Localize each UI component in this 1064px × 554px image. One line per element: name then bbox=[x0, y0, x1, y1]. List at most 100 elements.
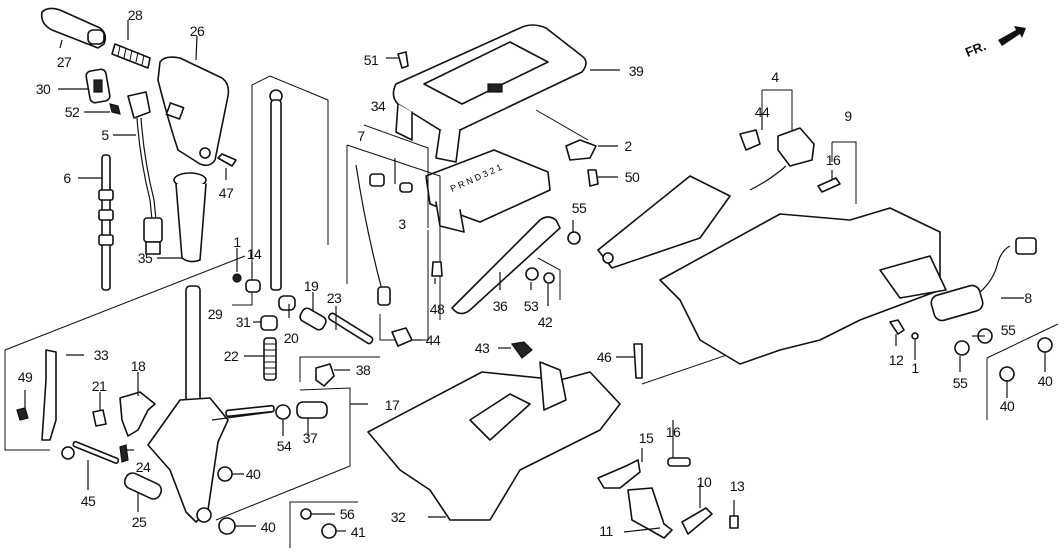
part-20-bushing bbox=[278, 295, 296, 311]
part-44-clip-b bbox=[739, 129, 761, 151]
part-33-bracket bbox=[41, 349, 57, 441]
callout-5: 5 bbox=[101, 127, 109, 143]
callout-40c: 40 bbox=[245, 466, 261, 482]
part-47-screw bbox=[217, 153, 237, 167]
part-41-nut bbox=[321, 523, 337, 539]
part-50-switch bbox=[587, 169, 599, 187]
callout-47: 47 bbox=[218, 185, 234, 201]
part-28-spring bbox=[111, 43, 151, 69]
callout-55b: 55 bbox=[952, 375, 968, 391]
callout-36: 36 bbox=[492, 298, 508, 314]
callout-28: 28 bbox=[127, 7, 143, 23]
callout-22: 22 bbox=[223, 348, 239, 364]
part-48-switch bbox=[431, 261, 443, 277]
part-51-screw bbox=[397, 51, 409, 69]
callout-32: 32 bbox=[390, 509, 406, 525]
callout-15: 15 bbox=[638, 430, 654, 446]
part-35-boot bbox=[173, 172, 207, 263]
callout-11: 11 bbox=[599, 523, 613, 539]
callout-17: 17 bbox=[384, 397, 400, 413]
part-10-plate bbox=[681, 507, 713, 535]
callout-42: 42 bbox=[537, 314, 553, 330]
part-44-clip-a bbox=[391, 327, 413, 347]
part-15-lever bbox=[597, 459, 641, 489]
part-6-rod bbox=[98, 154, 114, 291]
callout-10: 10 bbox=[696, 474, 712, 490]
callout-44: 44 bbox=[425, 332, 441, 348]
part-7-harness bbox=[355, 164, 391, 306]
callout-27: 27 bbox=[56, 54, 72, 70]
part-24-clip bbox=[119, 444, 129, 463]
part-27-knob-button bbox=[40, 7, 107, 49]
callout-9: 9 bbox=[844, 108, 852, 124]
part-56-washer bbox=[300, 508, 312, 520]
part-37-bushing bbox=[296, 401, 328, 419]
callout-4: 4 bbox=[771, 69, 779, 85]
part-42-washer bbox=[543, 272, 555, 284]
callout-16: 16 bbox=[825, 152, 841, 168]
part-40-nut-a bbox=[217, 466, 233, 482]
callout-1b: 1 bbox=[911, 360, 919, 376]
part-46-bolt bbox=[633, 343, 643, 379]
callout-40b: 40 bbox=[1037, 373, 1053, 389]
callout-18: 18 bbox=[130, 358, 146, 374]
part-54-nut bbox=[275, 404, 291, 420]
callout-19: 19 bbox=[303, 278, 319, 294]
callout-21: 21 bbox=[91, 378, 107, 394]
part-36-trim bbox=[451, 216, 561, 315]
part-23-pin bbox=[328, 312, 374, 345]
part-1-clip-b bbox=[911, 332, 919, 340]
callout-34: 34 bbox=[370, 98, 386, 114]
callout-45: 45 bbox=[80, 493, 96, 509]
part-14-bushing bbox=[245, 279, 261, 293]
part-39-console-cover bbox=[392, 24, 587, 163]
leader-box-left bbox=[4, 255, 246, 451]
part-2-bracket bbox=[565, 139, 597, 161]
part-4-connector bbox=[777, 127, 815, 167]
callout-54: 54 bbox=[276, 438, 292, 454]
part-26-shift-knob bbox=[157, 56, 230, 167]
callout-30: 30 bbox=[35, 81, 51, 97]
part-8-solenoid bbox=[930, 237, 1037, 322]
part-19-collar bbox=[299, 307, 327, 331]
callout-16b: 16 bbox=[665, 424, 681, 440]
callout-8: 8 bbox=[1024, 290, 1032, 306]
part-53-nut bbox=[525, 267, 539, 281]
callout-23: 23 bbox=[326, 290, 342, 306]
callout-13: 13 bbox=[729, 478, 745, 494]
part-40-nut-b bbox=[218, 517, 236, 535]
part-49-bolt bbox=[16, 407, 29, 421]
leader-box-upper bbox=[232, 75, 329, 306]
callout-40d: 40 bbox=[260, 519, 276, 535]
leader-box-7 bbox=[346, 144, 441, 320]
callout-55c: 55 bbox=[1000, 322, 1016, 338]
callout-14: 14 bbox=[246, 246, 262, 262]
callout-53: 53 bbox=[523, 298, 539, 314]
part-43-clip bbox=[510, 341, 533, 359]
part-12-bolt bbox=[889, 319, 905, 335]
part-55-nut-a bbox=[567, 231, 581, 245]
callout-3: 3 bbox=[398, 216, 406, 232]
callout-35: 35 bbox=[137, 250, 153, 266]
callout-29: 29 bbox=[207, 306, 223, 322]
callout-24: 24 bbox=[135, 459, 151, 475]
part-38-clip bbox=[315, 363, 335, 387]
callout-33: 33 bbox=[93, 347, 109, 363]
callout-52: 52 bbox=[64, 104, 80, 120]
part-16-spring-b bbox=[667, 457, 691, 467]
part-5-switch-harness bbox=[127, 91, 163, 255]
part-34-indicator-panel: P R N D 3 2 1 bbox=[425, 149, 551, 233]
callout-50: 50 bbox=[624, 169, 640, 185]
part-25-collar bbox=[123, 472, 163, 500]
part-45-bolt bbox=[61, 440, 120, 464]
callout-48: 48 bbox=[429, 301, 445, 317]
part-55-nut-b bbox=[954, 340, 970, 356]
callout-49: 49 bbox=[17, 369, 33, 385]
part-13-clip bbox=[729, 515, 739, 529]
callout-44b: 44 bbox=[754, 104, 770, 120]
part-40-nut-d bbox=[1037, 337, 1053, 353]
part-9-shift-frame bbox=[597, 175, 947, 365]
callout-37: 37 bbox=[302, 430, 318, 446]
leader-lines bbox=[24, 20, 1046, 533]
